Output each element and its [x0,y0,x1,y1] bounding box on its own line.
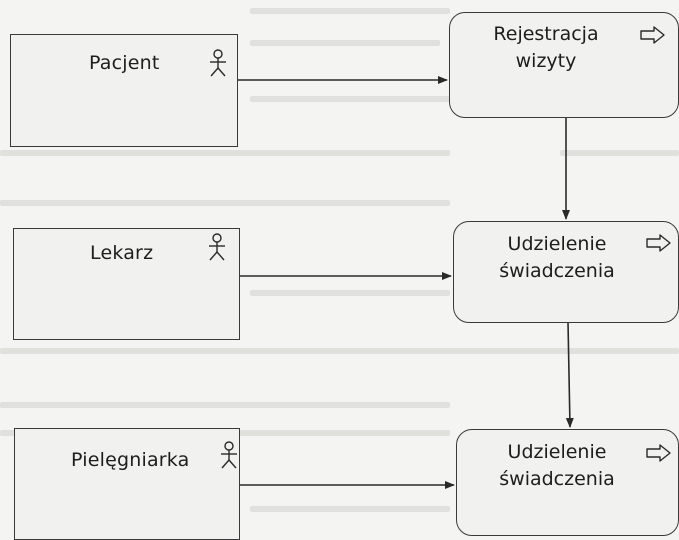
process-box-udzielenie-swiadczenia-1[interactable]: Udzielenie świadczenia [453,221,679,323]
process-label-line-2: świadczenia [499,260,615,282]
process-label-line-1: Rejestracja [493,23,599,45]
process-label-line-2: wizyty [515,50,577,72]
process-label-line-1: Udzielenie [507,233,607,255]
background-text-line [560,150,679,156]
actor-label-pacjent: Pacjent [89,52,160,74]
background-text-line [0,348,679,354]
background-text-line [250,8,450,14]
process-box-udzielenie-swiadczenia-2[interactable]: Udzielenie świadczenia [456,429,679,536]
actor-box-pacjent[interactable]: Pacjent [10,34,238,147]
background-text-line [0,402,450,408]
background-text-line [0,150,450,156]
actor-icon [221,441,237,469]
process-label-udzielenie-swiadczenia-1: Udzielenie świadczenia [492,231,622,285]
process-label-line-2: świadczenia [499,468,615,490]
process-box-rejestracja-wizyty[interactable]: Rejestracja wizyty [449,12,679,118]
background-text-line [250,506,450,512]
actor-icon [210,49,226,77]
background-text-line [250,96,450,102]
actor-label-pielegniarka: Pielęgniarka [71,449,190,471]
background-text-line [250,40,440,46]
process-label-udzielenie-swiadczenia-2: Udzielenie świadczenia [492,439,622,493]
process-label-line-1: Udzielenie [507,441,607,463]
actor-icon [209,233,225,261]
actor-label-lekarz: Lekarz [90,242,154,264]
background-text-line [0,200,450,206]
actor-box-pielegniarka[interactable]: Pielęgniarka [14,428,240,540]
process-arrow-icon [646,444,671,462]
background-text-line [250,290,450,296]
connector-udzielenie-to-udzielenie [565,321,574,428]
actor-box-lekarz[interactable]: Lekarz [13,228,240,340]
process-arrow-icon [640,26,665,44]
process-arrow-icon [646,234,671,252]
process-label-rejestracja-wizyty: Rejestracja wizyty [486,21,606,75]
